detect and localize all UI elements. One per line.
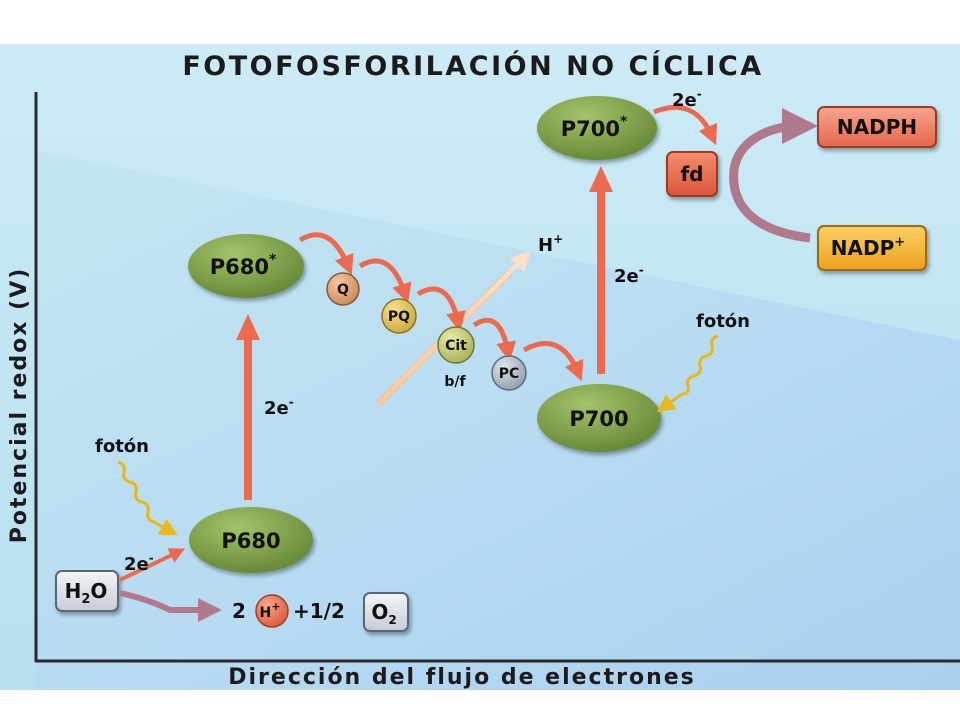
svg-text:O2: O2: [371, 600, 396, 627]
photon-label-psii: fotón: [95, 436, 149, 457]
transport-arrow-p680-q: [298, 232, 354, 276]
water-box: H2O: [55, 570, 119, 612]
photon-label-psi: fotón: [696, 311, 750, 332]
p700-node: [537, 384, 661, 452]
nadph-box: NADPH: [817, 106, 937, 148]
proton-product: H+: [255, 594, 289, 628]
water-electron-arrow: [119, 548, 186, 582]
carrier-cit: Cit: [437, 326, 475, 364]
p700-excited-node: [537, 96, 657, 160]
y-axis-label: Potencial redox (V): [7, 267, 32, 544]
water-electrons-label: 2e-: [124, 551, 154, 575]
transport-arrow-pq-cit: [416, 286, 466, 332]
transport-arrow-pc-p700: [522, 341, 584, 382]
transport-arrow-p700-fd: [653, 105, 718, 146]
water-split-arrow: [119, 590, 222, 622]
nadp-reduction-arrow: [729, 108, 818, 243]
svg-text:H2O: H2O: [65, 579, 108, 607]
photon-wave-psii: [117, 460, 178, 536]
carrier-bf-label: b/f: [444, 374, 466, 390]
p680-node: [189, 507, 313, 573]
svg-text:PC: PC: [499, 366, 520, 382]
carrier-pc: PC: [491, 355, 527, 391]
electrons-label-fd: 2e-: [672, 87, 702, 111]
svg-text:Q: Q: [337, 282, 349, 298]
transport-arrows: [298, 105, 718, 382]
photon-wave-psi: [656, 334, 719, 413]
p700-label: P700: [569, 407, 628, 431]
p700-excitation-arrow: [589, 166, 613, 374]
svg-text:NADP+: NADP+: [831, 235, 905, 260]
svg-text:H+: H+: [260, 600, 281, 621]
p680-excited-node: [188, 234, 304, 298]
oxygen-coefficient: +1/2: [293, 599, 345, 623]
svg-text:fd: fd: [680, 162, 703, 186]
ferredoxin-box: fd: [666, 151, 718, 197]
proton-coefficient: 2: [232, 599, 246, 623]
p680-excited-label: P680*: [210, 252, 277, 279]
transport-arrow-q-pq: [358, 258, 412, 304]
svg-text:PQ: PQ: [388, 309, 410, 325]
proton-label: H+: [538, 232, 563, 256]
nadp-box: NADP+: [817, 225, 927, 271]
carrier-pq: PQ: [381, 298, 417, 334]
svg-text:NADPH: NADPH: [837, 115, 917, 139]
diagram-title: FOTOFOSFORILACIÓN NO CÍCLICA: [182, 50, 763, 82]
carrier-q: Q: [326, 272, 360, 306]
svg-text:Cit: Cit: [445, 338, 467, 354]
p700-excited-label: P700*: [561, 114, 628, 141]
electrons-label-psii: 2e-: [264, 395, 294, 419]
p680-excitation-arrow: [236, 314, 260, 500]
p680-label: P680: [221, 529, 280, 553]
transport-arrow-cit-pc: [472, 317, 517, 362]
electrons-label-psi: 2e-: [614, 263, 644, 287]
x-axis-label: Dirección del flujo de electrones: [228, 665, 696, 690]
oxygen-box: O2: [363, 592, 409, 632]
